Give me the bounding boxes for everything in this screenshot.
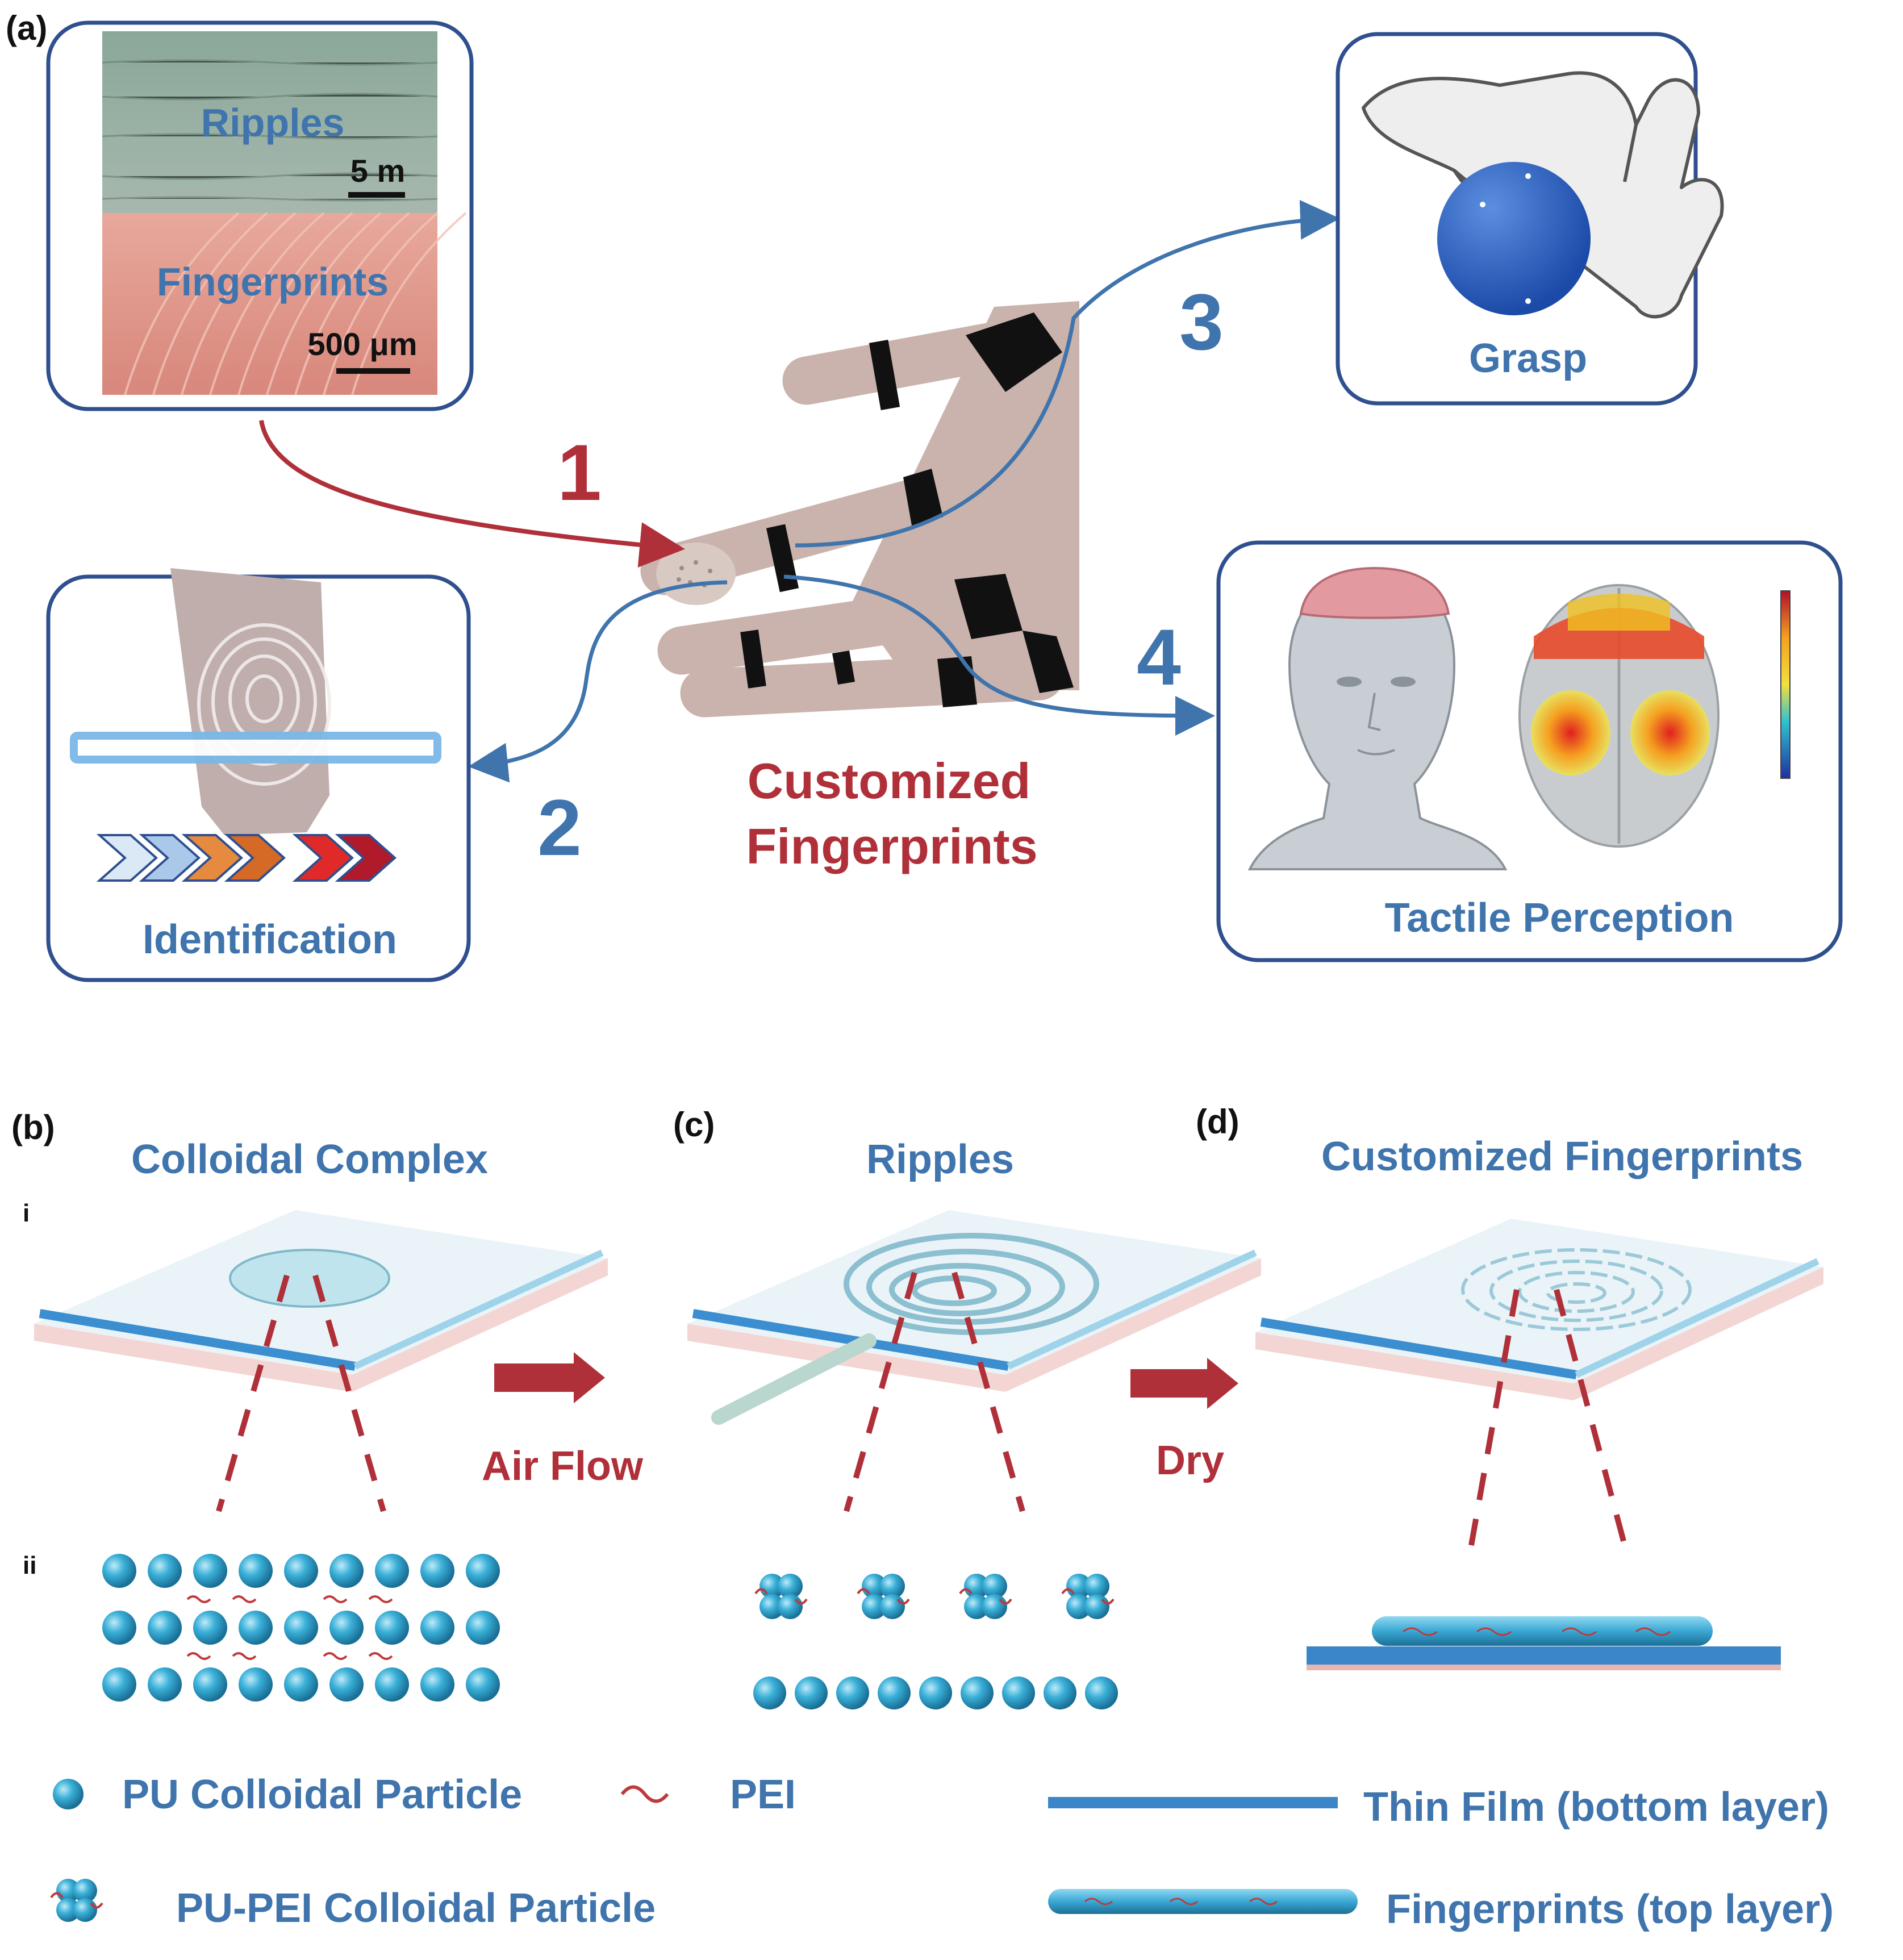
legend-pu-pei-icon	[50, 1879, 103, 1922]
step-3: 3	[1179, 277, 1224, 366]
fingerprint-pattern	[197, 623, 331, 786]
legend-pu-pei-particle: PU-PEI Colloidal Particle	[176, 1886, 656, 1931]
legend-thin-film: Thin Film (bottom layer)	[1363, 1784, 1829, 1830]
fingerprints-label: Fingerprints	[157, 260, 389, 304]
scan-bar	[70, 732, 441, 764]
panel-label-a: (a)	[6, 9, 47, 47]
legend-pei-icon	[620, 1785, 669, 1803]
identification-box: Identification	[46, 568, 471, 982]
tactile-label: Tactile Perception	[1385, 895, 1734, 941]
air-flow-label: Air Flow	[482, 1444, 644, 1489]
fingerprint-film-pattern	[1461, 1248, 1692, 1331]
title-ripples: Ripples	[866, 1137, 1014, 1182]
title-customized-fingerprints: Customized Fingerprints	[1321, 1134, 1803, 1179]
blue-sphere	[1437, 162, 1591, 315]
legend-pei: PEI	[730, 1772, 796, 1817]
legend-fingerprints-layer-icon	[1048, 1889, 1358, 1914]
progress-chevrons	[96, 834, 397, 882]
layered-film	[1307, 1616, 1781, 1670]
grasp-label: Grasp	[1469, 336, 1587, 381]
title-colloidal-complex: Colloidal Complex	[131, 1137, 488, 1182]
panel-label-b: (b)	[11, 1108, 55, 1146]
tactile-box: Tactile Perception	[1216, 540, 1843, 962]
plate-c	[687, 1210, 1261, 1425]
legend-thin-film-icon	[1048, 1797, 1338, 1808]
air-nozzle	[711, 1333, 877, 1425]
pei-chains	[186, 1595, 393, 1660]
pu-particle-row	[753, 1677, 1118, 1709]
arrow-1	[259, 420, 685, 568]
zoom-lines-b	[216, 1274, 386, 1512]
arrow-c-to-d	[1130, 1358, 1238, 1409]
sublabel-ii: ii	[23, 1552, 36, 1579]
dry-label: Dry	[1156, 1438, 1224, 1483]
zoom-lines-c	[844, 1271, 1025, 1512]
center-label-line1: Customized	[748, 753, 1031, 809]
brain-top	[1299, 566, 1450, 619]
pu-particle-grid	[102, 1554, 500, 1702]
panel-label-c: (c)	[673, 1106, 715, 1144]
fingerprints-image	[102, 213, 437, 395]
pu-pei-clusters	[754, 1574, 1115, 1619]
identification-label: Identification	[143, 917, 397, 962]
robotic-hand	[640, 301, 1079, 718]
ripples-label: Ripples	[201, 101, 345, 145]
arrow-b-to-c	[494, 1352, 605, 1403]
brain-heatmap	[1518, 584, 1720, 848]
grasp-box: Grasp	[1336, 32, 1724, 406]
step-4: 4	[1137, 612, 1181, 702]
center-label-line2: Fingerprints	[746, 818, 1037, 874]
step-1: 1	[557, 428, 602, 517]
colloid-droplet	[229, 1249, 390, 1308]
micrograph-box: Ripples 5 m Fingerprints 500 μm	[46, 20, 474, 411]
plate-d	[1255, 1219, 1823, 1400]
ripples-scale-label: 5 m	[350, 153, 406, 189]
arrow-4	[783, 574, 1215, 736]
panel-label-d: (d)	[1196, 1103, 1240, 1141]
step-2: 2	[537, 783, 582, 872]
ripples-scale-bar	[348, 192, 405, 198]
legend-fingerprints-layer: Fingerprints (top layer)	[1386, 1887, 1834, 1932]
legend-pu-particle-icon	[53, 1779, 84, 1809]
head-model	[1247, 566, 1508, 870]
color-scale-bar	[1780, 590, 1791, 779]
fingerprints-scale-label: 500 μm	[307, 326, 417, 362]
sublabel-i: i	[23, 1199, 30, 1227]
fingerprint-pad	[170, 568, 329, 835]
arrow-3	[795, 199, 1340, 548]
arrow-2	[468, 580, 728, 783]
legend-pu-particle: PU Colloidal Particle	[122, 1772, 522, 1817]
legend: PU Colloidal Particle PEI PU-PEI Colloid…	[50, 1772, 1834, 1932]
fingerprints-scale-bar	[336, 368, 410, 374]
